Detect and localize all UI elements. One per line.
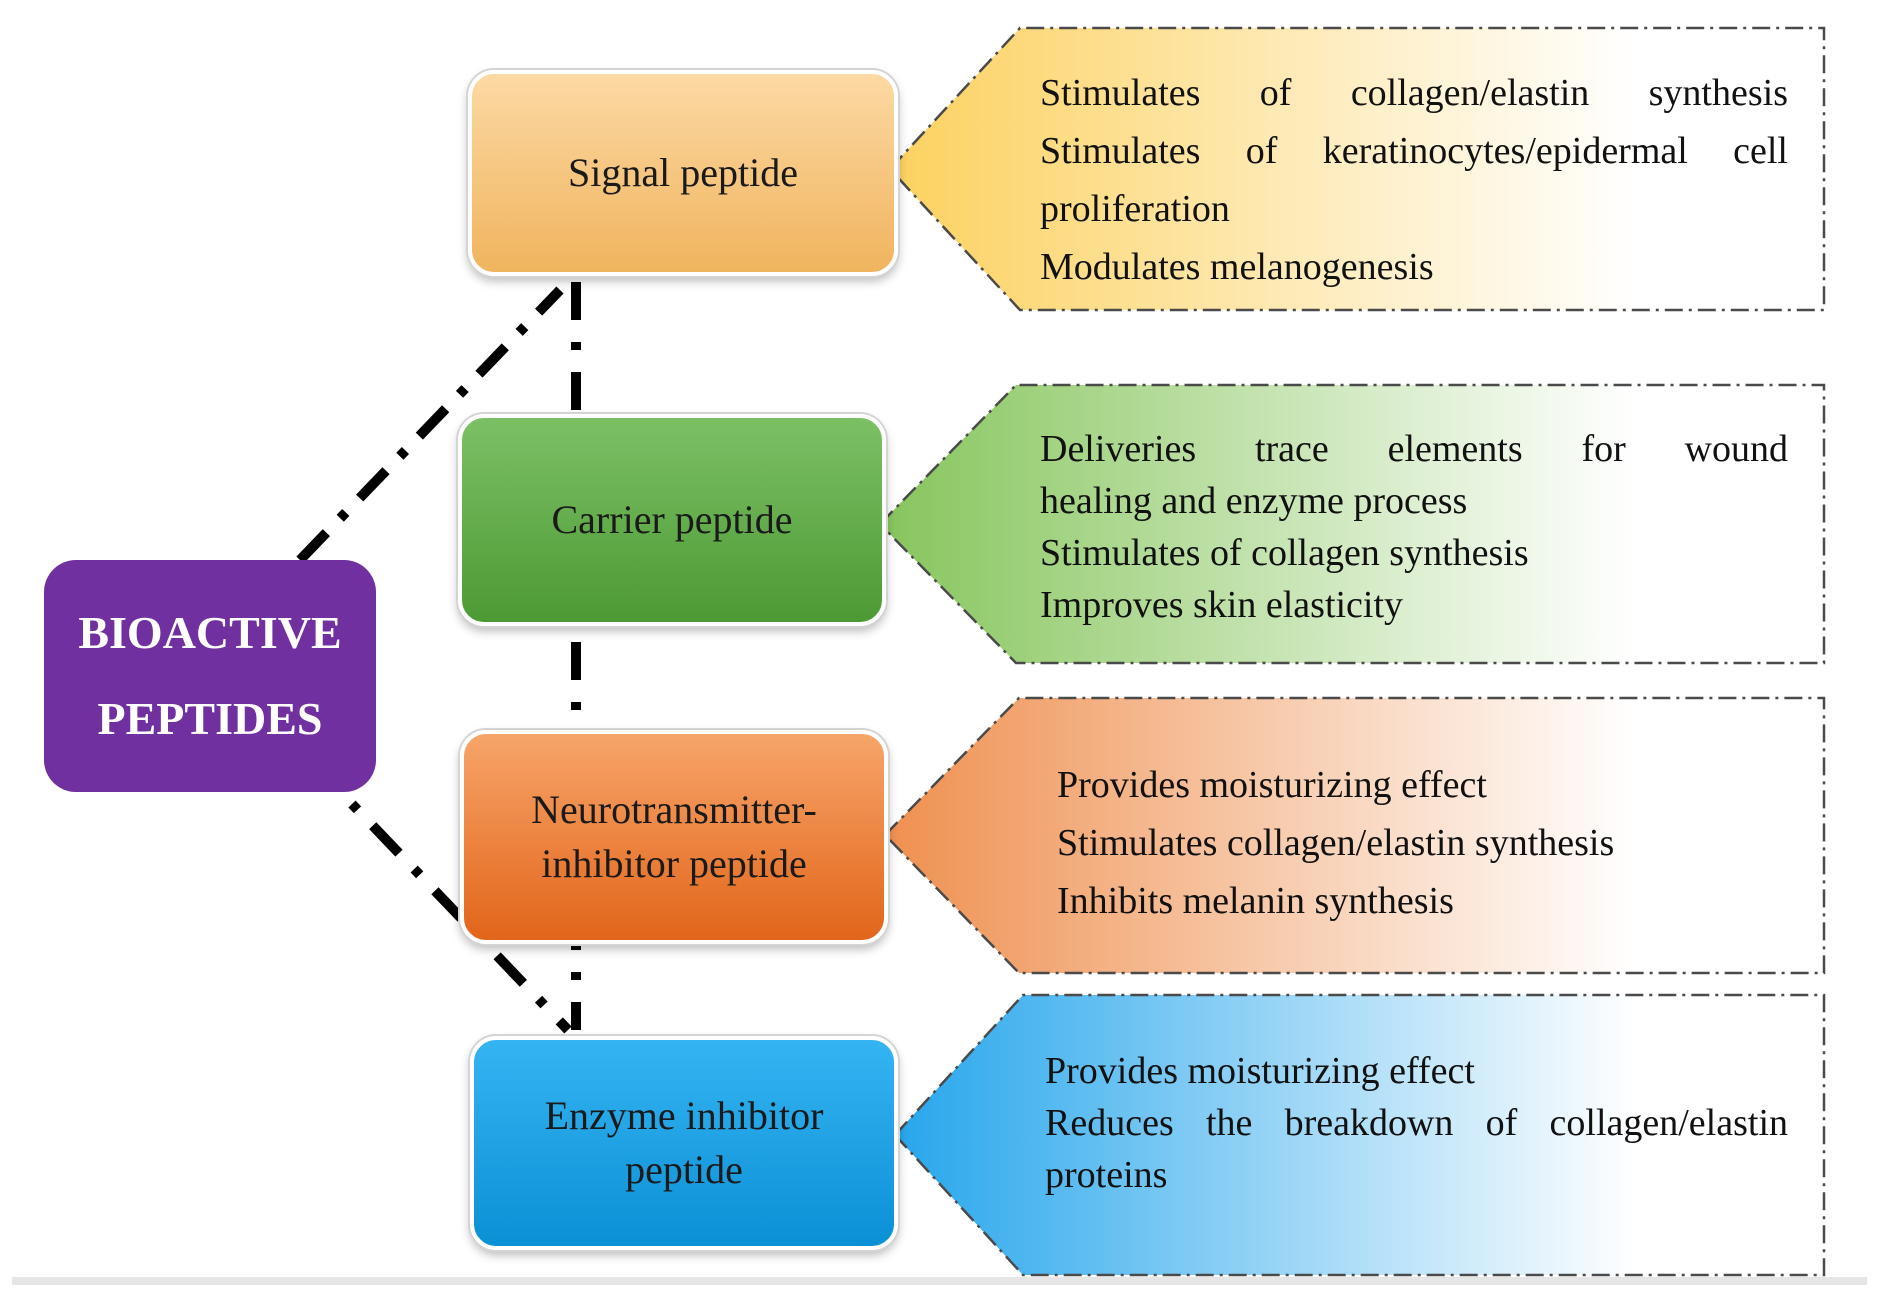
- signal-peptide-box: Signal peptide: [468, 70, 898, 276]
- bioactive-label-line-2: PEPTIDES: [97, 693, 323, 744]
- bioactive-peptides-box: BIOACTIVE PEPTIDES: [44, 560, 376, 792]
- signal-effect-1: Stimulates of collagen/elastin synthesis: [1040, 72, 1788, 114]
- neurotransmitter-inhibitor-peptide-box: Neurotransmitter- inhibitor peptide: [460, 730, 888, 944]
- enzyme-label-line-2: peptide: [625, 1147, 743, 1192]
- carrier-effect-4: Improves skin elasticity: [1040, 584, 1404, 626]
- carrier-effect-1: Deliveries trace elements for wound: [1040, 428, 1788, 470]
- neurotransmitter-callout-shape: [883, 696, 1826, 975]
- signal-peptide-effects: Stimulates of collagen/elastin synthesis…: [888, 26, 1830, 312]
- neurotransmitter-effect-1: Provides moisturizing effect: [1057, 764, 1487, 806]
- upper-diagonal-connector: [296, 286, 564, 564]
- carrier-peptide-effects: Deliveries trace elements for wound heal…: [878, 383, 1830, 665]
- enzyme-callout-shape: [893, 993, 1826, 1277]
- carrier-peptide-label: Carrier peptide: [551, 497, 793, 542]
- enzyme-label-line-1: Enzyme inhibitor: [544, 1093, 824, 1138]
- enzyme-inhibitor-peptide-effects: Provides moisturizing effect Reduces the…: [893, 993, 1830, 1277]
- signal-peptide-label: Signal peptide: [568, 150, 798, 195]
- enzyme-effect-2: Reduces the breakdown of collagen/elasti…: [1045, 1102, 1788, 1144]
- carrier-callout-shape: [878, 383, 1826, 665]
- enzyme-effect-1: Provides moisturizing effect: [1045, 1050, 1475, 1092]
- enzyme-inhibitor-peptide-box: Enzyme inhibitor peptide: [470, 1036, 898, 1250]
- carrier-effect-2: healing and enzyme process: [1040, 480, 1468, 522]
- signal-effect-2: Stimulates of keratinocytes/epidermal ce…: [1040, 130, 1788, 172]
- signal-effect-4: Modulates melanogenesis: [1040, 246, 1434, 288]
- bioactive-label-line-1: BIOACTIVE: [78, 607, 342, 658]
- neurotransmitter-label-line-2: inhibitor peptide: [541, 841, 807, 886]
- signal-callout-shape: [888, 26, 1826, 312]
- signal-effect-3: proliferation: [1040, 188, 1230, 230]
- neurotransmitter-effect-3: Inhibits melanin synthesis: [1057, 880, 1454, 922]
- neurotransmitter-effect-2: Stimulates collagen/elastin synthesis: [1057, 822, 1615, 864]
- enzyme-effect-3: proteins: [1045, 1154, 1168, 1196]
- neurotransmitter-inhibitor-peptide-effects: Provides moisturizing effect Stimulates …: [883, 696, 1830, 975]
- carrier-peptide-box: Carrier peptide: [458, 414, 886, 626]
- carrier-effect-3: Stimulates of collagen synthesis: [1040, 532, 1529, 574]
- neurotransmitter-label-line-1: Neurotransmitter-: [531, 787, 817, 832]
- bottom-divider: [12, 1277, 1867, 1285]
